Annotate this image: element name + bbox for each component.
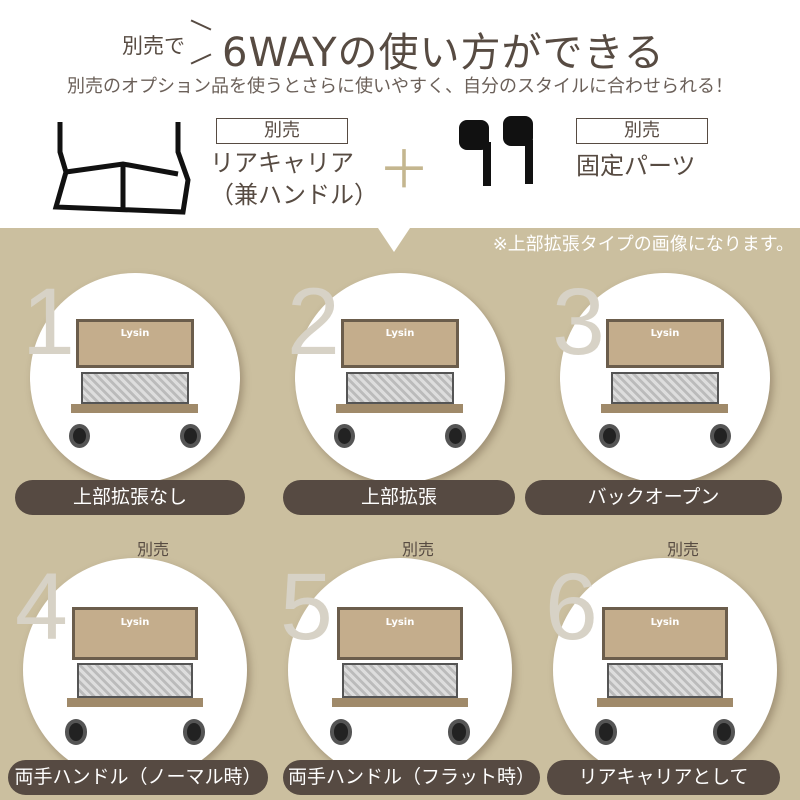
- mode-number: 5: [280, 554, 333, 660]
- fixing-parts-image: [459, 116, 533, 186]
- mode-number: 6: [545, 554, 598, 660]
- notch-decor: [378, 228, 410, 252]
- option-name-line: リアキャリア: [210, 149, 354, 177]
- mode-image: Lysin: [30, 273, 240, 483]
- brand-logo: Lysin: [385, 328, 415, 340]
- wagon-image: Lysin: [594, 607, 736, 745]
- brand-logo: Lysin: [650, 616, 680, 628]
- mode-tag: 別売: [137, 540, 170, 559]
- mode-number: 3: [552, 269, 605, 375]
- mode-label: バックオープン: [525, 480, 782, 515]
- wagon-image: Lysin: [69, 319, 201, 449]
- note: ※上部拡張タイプの画像になります。: [492, 234, 794, 255]
- brand-logo: Lysin: [120, 616, 150, 628]
- title-prefix: 別売で: [122, 34, 185, 58]
- option-name: リアキャリア （兼ハンドル）: [210, 147, 378, 211]
- mode-tag: 別売: [667, 540, 700, 559]
- wagon-image: Lysin: [334, 319, 466, 449]
- mode-label: 両手ハンドル（フラット時）: [283, 760, 540, 795]
- option-tag: 別売: [216, 118, 348, 144]
- page-title: 6WAYの使い方ができる: [222, 30, 665, 76]
- mode-number: 4: [15, 554, 68, 660]
- plus-icon: ＋: [378, 141, 431, 201]
- mode-image: Lysin: [560, 273, 770, 483]
- option-tag: 別売: [576, 118, 708, 144]
- wagon-image: Lysin: [329, 607, 471, 745]
- wagon-image: Lysin: [599, 319, 731, 449]
- brand-logo: Lysin: [120, 328, 150, 340]
- option-name-line: （兼ハンドル）: [210, 181, 378, 209]
- mode-image: Lysin: [288, 558, 512, 782]
- subtitle: 別売のオプション品を使うとさらに使いやすく、自分のスタイルに合わせられる！: [67, 76, 733, 97]
- mode-image: Lysin: [553, 558, 777, 782]
- wagon-image: Lysin: [64, 607, 206, 745]
- rear-carrier-image: [52, 122, 191, 215]
- mode-label: 両手ハンドル（ノーマル時）: [8, 760, 268, 795]
- mode-number: 2: [287, 269, 340, 375]
- mode-number: 1: [22, 269, 75, 375]
- brand-logo: Lysin: [650, 328, 680, 340]
- decor-slash: [190, 53, 212, 65]
- mode-label: リアキャリアとして: [547, 760, 780, 795]
- option-name: 固定パーツ: [576, 152, 696, 180]
- mode-tag: 別売: [402, 540, 435, 559]
- decor-slash: [190, 19, 212, 31]
- mode-label: 上部拡張なし: [15, 480, 245, 515]
- mode-image: Lysin: [23, 558, 247, 782]
- mode-label: 上部拡張: [283, 480, 515, 515]
- mode-image: Lysin: [295, 273, 505, 483]
- brand-logo: Lysin: [385, 616, 415, 628]
